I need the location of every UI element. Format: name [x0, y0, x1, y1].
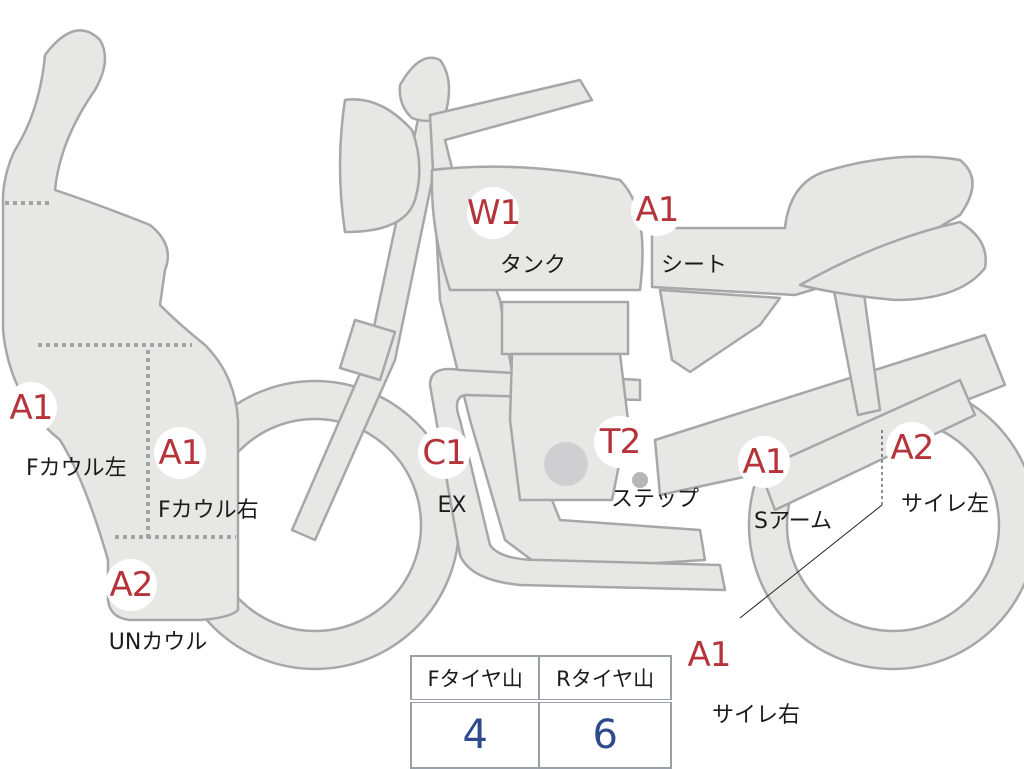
side-frame — [758, 378, 977, 512]
label-ex: EX — [437, 493, 467, 518]
badge-ex: C1 — [418, 427, 470, 479]
badge-tank: W1 — [467, 187, 521, 239]
label-swingarm: Sアーム — [754, 509, 832, 534]
label-tank: タンク — [499, 253, 567, 278]
badge-swingarm: A1 — [738, 436, 790, 488]
label-step: ステップ — [610, 487, 700, 512]
badge-sideframe-right: A1 — [683, 629, 735, 681]
tire-tread-table: Fタイヤ山 Rタイヤ山 4 6 — [409, 655, 672, 769]
fork-clamp — [338, 318, 397, 382]
label-sideframe-right: サイレ右 — [711, 703, 801, 728]
label-fcowl-right: Fカウル右 — [158, 498, 259, 523]
tail-cowl — [798, 220, 987, 302]
badge-seat: A1 — [631, 184, 683, 236]
badge-sideframe-left: A2 — [886, 422, 938, 474]
front-tire-header: Fタイヤ山 — [409, 655, 541, 702]
side-cover — [658, 288, 782, 374]
badge-fcowl-left: A1 — [5, 382, 57, 434]
label-sideframe-left: サイレ左 — [900, 492, 990, 517]
badge-fcowl-right: A1 — [154, 427, 206, 479]
badge-step: T2 — [594, 416, 646, 468]
label-fcowl-left: Fカウル左 — [26, 456, 127, 481]
main-frame — [428, 78, 707, 572]
front-cowl — [1, 29, 240, 622]
exhaust-pipe — [428, 367, 727, 592]
headlight — [338, 98, 421, 234]
label-under-cowl: UNカウル — [108, 630, 208, 655]
engine — [500, 300, 630, 502]
rear-tire-header: Rタイヤ山 — [538, 655, 672, 702]
badge-under-cowl: A2 — [105, 559, 157, 611]
label-seat: シート — [660, 253, 728, 278]
rear-tire-value: 6 — [538, 700, 672, 769]
front-tire-value: 4 — [409, 700, 541, 769]
